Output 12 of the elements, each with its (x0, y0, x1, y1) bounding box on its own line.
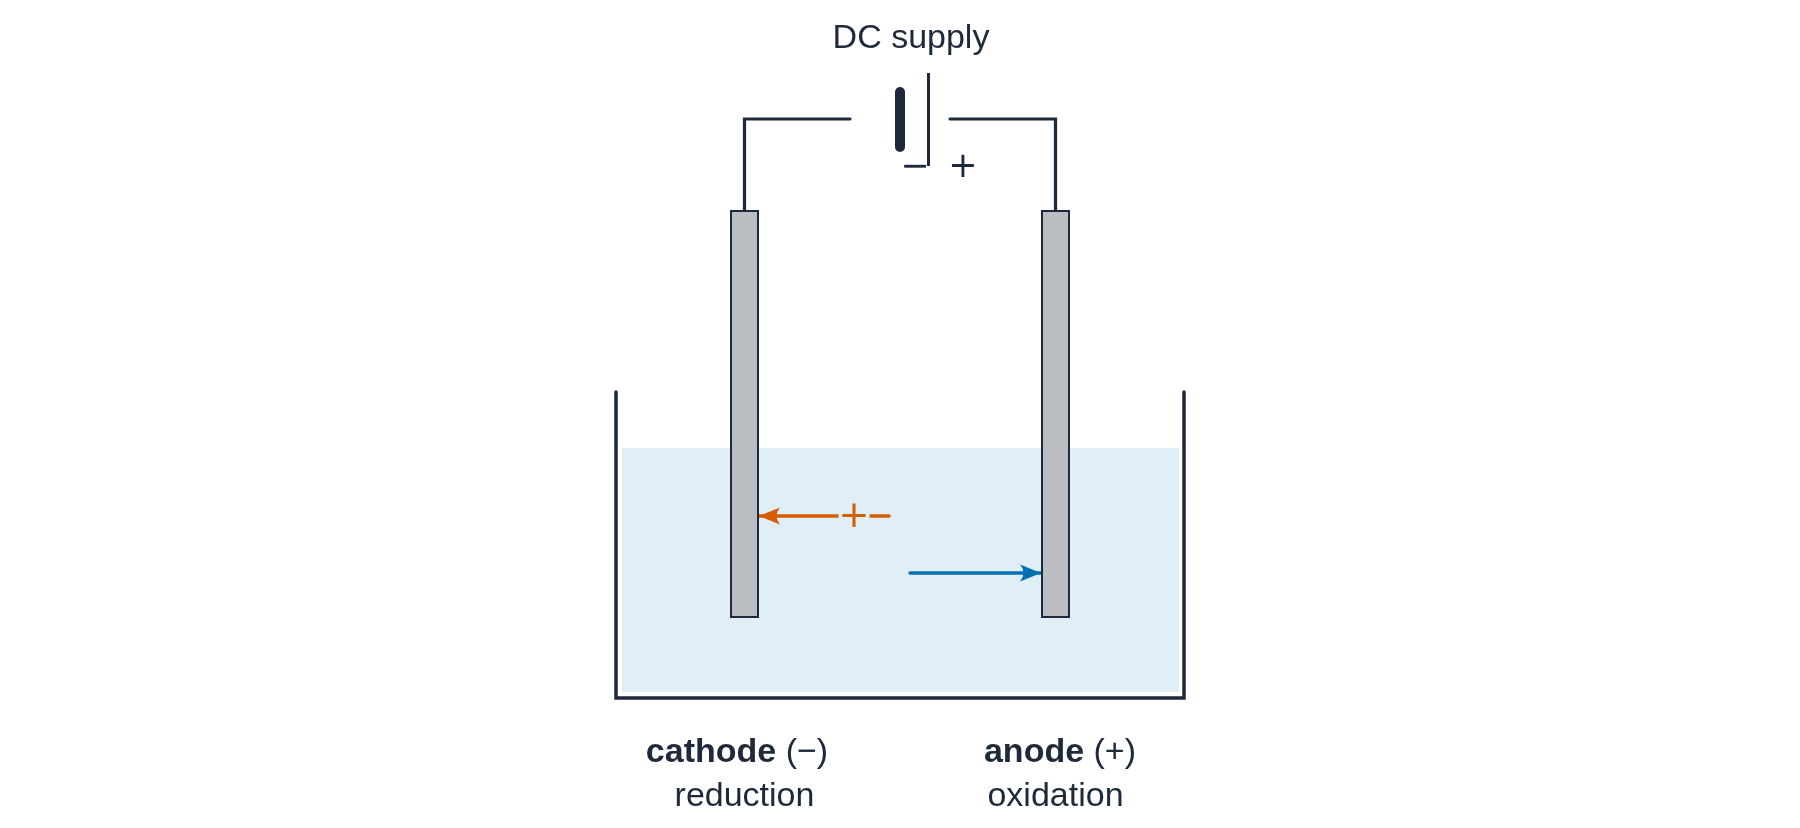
electrode (1041, 210, 1070, 618)
electrode-label: cathode (−) (645, 730, 829, 771)
component-label: DC supply (832, 16, 990, 57)
electrode-label: anode (+) (983, 730, 1137, 771)
edge-label: + (838, 501, 870, 529)
reaction-label: oxidation (987, 774, 1124, 815)
wire (948, 117, 1058, 212)
polarity-sign: − (900, 152, 930, 178)
reaction-label: reduction (674, 774, 815, 815)
wire (742, 117, 852, 212)
electrode (730, 210, 759, 618)
polarity-sign: + (948, 152, 978, 178)
